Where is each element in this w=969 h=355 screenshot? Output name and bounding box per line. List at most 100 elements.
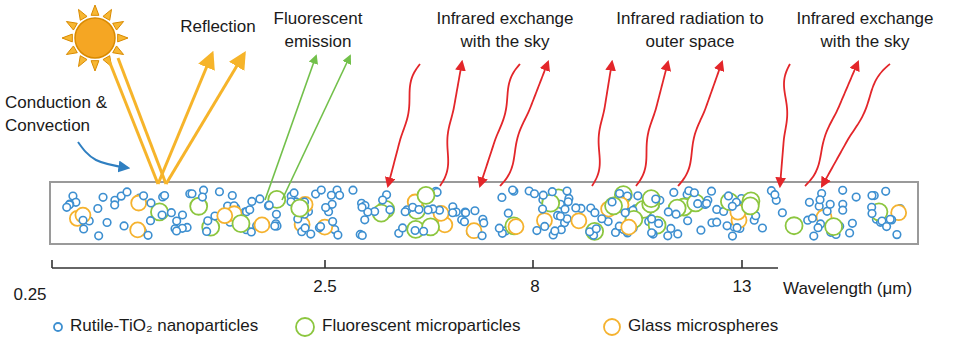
particle xyxy=(533,227,541,235)
particle xyxy=(496,224,504,232)
legend-swatch xyxy=(296,318,314,336)
particle xyxy=(147,199,155,207)
particle xyxy=(420,227,428,235)
process-label: Reflection xyxy=(158,16,278,39)
particle xyxy=(471,207,479,215)
infrared-ray xyxy=(480,64,520,186)
particle xyxy=(809,214,817,222)
particle xyxy=(665,208,673,216)
particle xyxy=(825,218,842,235)
particle xyxy=(652,195,660,203)
particle xyxy=(399,224,407,232)
particle xyxy=(168,209,176,217)
process-label: Conduction & Convection xyxy=(5,92,140,138)
wavelength-axis xyxy=(52,260,778,268)
particle xyxy=(120,222,128,230)
particle xyxy=(621,220,636,235)
coating-layer xyxy=(50,182,918,244)
particle xyxy=(462,209,470,217)
process-label: Infrared exchange with the sky xyxy=(785,8,945,54)
particle xyxy=(786,217,803,234)
particle xyxy=(140,192,148,200)
particle xyxy=(571,213,586,228)
infrared-ray xyxy=(822,64,890,186)
particle xyxy=(461,218,469,226)
particle xyxy=(291,200,308,217)
particle xyxy=(358,203,366,211)
particle xyxy=(868,210,876,218)
particle xyxy=(317,186,325,194)
particle xyxy=(572,204,580,212)
infrared-ray xyxy=(388,64,420,186)
process-label: Fluorescent emission xyxy=(258,8,378,54)
particle xyxy=(111,201,119,209)
particle xyxy=(551,227,559,235)
particle xyxy=(386,206,394,214)
legend-text: Fluorescent microparticles xyxy=(322,315,520,338)
particle xyxy=(498,194,506,202)
particle xyxy=(810,232,818,240)
particle xyxy=(539,205,547,213)
fluorescent-ray xyxy=(282,56,350,200)
particle xyxy=(664,232,672,240)
particle xyxy=(144,232,152,240)
particle xyxy=(548,188,556,196)
particle xyxy=(839,187,847,195)
particle xyxy=(667,225,675,233)
particle xyxy=(130,222,145,237)
particle xyxy=(733,224,741,232)
particle xyxy=(232,215,249,232)
particle xyxy=(563,187,571,195)
particle xyxy=(779,209,787,217)
particle xyxy=(839,206,847,214)
legend-text: Rutile-TiO₂ nanoparticles xyxy=(70,315,258,338)
particle xyxy=(79,216,87,224)
radiation-arrows xyxy=(78,54,890,200)
particle xyxy=(401,208,409,216)
particle xyxy=(328,191,336,199)
infrared-ray xyxy=(500,62,548,186)
particle xyxy=(849,220,857,228)
particle xyxy=(173,217,181,225)
particles xyxy=(63,186,906,240)
process-label: Infrared radiation to outer space xyxy=(615,8,765,54)
particle xyxy=(691,189,699,197)
particle xyxy=(539,191,547,199)
conduction-arrow xyxy=(78,142,128,168)
particle xyxy=(816,196,824,204)
particle xyxy=(608,198,616,206)
particle xyxy=(361,216,369,224)
particle xyxy=(531,190,539,198)
particle xyxy=(504,209,512,217)
particle xyxy=(411,227,419,235)
particle xyxy=(265,202,273,210)
tick-label: 0.25 xyxy=(0,284,60,307)
particle xyxy=(713,218,721,226)
particle xyxy=(424,206,432,214)
particle xyxy=(417,187,434,204)
particle xyxy=(301,224,309,232)
particle xyxy=(461,208,469,216)
infrared-ray xyxy=(678,62,722,186)
particle xyxy=(63,203,71,211)
particle xyxy=(248,198,256,206)
particle xyxy=(199,193,207,201)
particle xyxy=(480,219,488,227)
tick-label: 13 xyxy=(712,276,772,299)
legend-text: Glass microspheres xyxy=(628,315,778,338)
particle xyxy=(334,231,342,239)
legend-swatch xyxy=(54,323,62,331)
particle xyxy=(674,230,682,238)
particle xyxy=(265,201,273,209)
particle xyxy=(161,192,169,200)
particle xyxy=(349,186,357,194)
particle xyxy=(672,210,680,218)
particle xyxy=(591,209,599,217)
particle xyxy=(725,192,733,200)
incident-ray xyxy=(118,58,166,184)
axis-tick xyxy=(741,260,743,268)
particle xyxy=(655,220,663,228)
particle xyxy=(246,206,254,214)
particle xyxy=(852,193,860,201)
